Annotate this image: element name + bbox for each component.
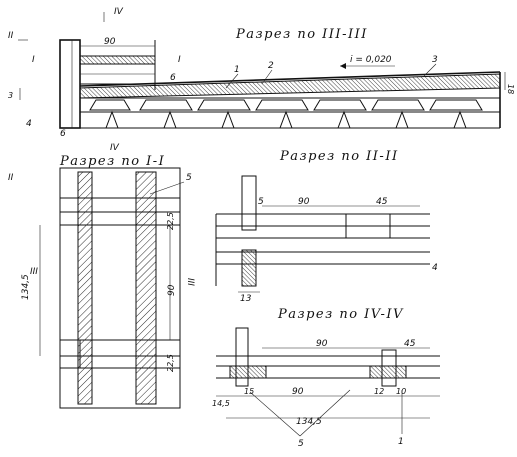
dim-134-5-left: 134,5 [21, 274, 31, 300]
column-ii-lower [241, 249, 257, 287]
slope-label: i = 0,020 [350, 55, 392, 65]
dim-10: 10 [396, 387, 406, 396]
voided-beams [79, 97, 501, 113]
title-section-i: Разрез по I-I [59, 154, 165, 169]
section-i-i: Разрез по I-I IV II 134,5 90 22,5 22,5 I… [8, 143, 195, 409]
section-ii-ii: Разрез по II-II 90 45 5 13 4 [215, 149, 438, 304]
top-slab-hatch [79, 55, 156, 65]
section-iv-iv: Разрез по IV-IV 90 45 90 12 10 15 14,5 1… [212, 307, 440, 449]
plan-outline [59, 167, 181, 409]
marker-iv-top: IV [114, 7, 124, 17]
beam-stems [105, 110, 467, 129]
joint-iv [381, 349, 397, 387]
dim-18: 18 [506, 84, 515, 94]
dim-13: 13 [240, 294, 252, 304]
dim-90-ii: 90 [298, 197, 310, 207]
dim-45-ii: 45 [376, 197, 388, 207]
title-section-iv: Разрез по IV-IV [277, 307, 404, 322]
title-section-iii: Разрез по III-III [235, 27, 368, 42]
dim-90-plan: 90 [167, 284, 177, 296]
dim-3: 3 [8, 91, 13, 100]
callout-2: 2 [268, 61, 274, 71]
plan-girder-right [135, 171, 157, 405]
marker-i-left: I [32, 55, 35, 65]
dim-90-iv-top: 90 [316, 339, 328, 349]
plan-cap [59, 339, 81, 369]
callout-5-plan: 5 [186, 173, 192, 183]
joint-box [345, 213, 391, 239]
callout-6-left: 6 [60, 129, 66, 139]
callout-4-ii: 4 [432, 263, 438, 273]
plan-girder-left [77, 171, 93, 405]
ledge-hatch-left [229, 365, 267, 379]
dim-90-iv-bottom: 90 [292, 387, 304, 397]
dim-14-5: 14,5 [212, 399, 230, 408]
section-iii-iii: Разрез по III-III 90 [8, 7, 515, 139]
marker-ii-top: II [8, 31, 14, 41]
dim-45-iv: 45 [404, 339, 416, 349]
ledge-hatch-right [369, 365, 407, 379]
dim-12: 12 [374, 387, 384, 396]
marker-iii-right: III [185, 278, 195, 286]
callout-5-ii: 5 [258, 197, 264, 207]
marker-i-right: I [178, 55, 181, 65]
callout-4-left: 4 [26, 119, 32, 129]
column-iv [235, 327, 249, 387]
marker-iv-mid: IV [110, 143, 120, 153]
dim-22-5-bottom: 22,5 [166, 354, 175, 372]
callout-5-iv: 5 [298, 439, 304, 449]
callout-6-top: 6 [170, 73, 176, 83]
callout-1: 1 [234, 65, 240, 75]
column-block [59, 39, 81, 129]
marker-ii-mid: II [8, 173, 14, 183]
dim-22-5-top: 22,5 [166, 212, 175, 230]
marker-iii-left: III [30, 267, 38, 277]
dim-15: 15 [244, 387, 254, 396]
column-ii [241, 175, 257, 231]
title-section-ii: Разрез по II-II [279, 149, 399, 164]
dim-134-5-iv: 134,5 [296, 417, 322, 427]
callout-1-iv: 1 [398, 437, 404, 447]
callout-3: 3 [432, 55, 438, 65]
deck-slab [79, 73, 501, 99]
dim-90-top: 90 [104, 37, 116, 47]
road-surface [79, 71, 501, 87]
